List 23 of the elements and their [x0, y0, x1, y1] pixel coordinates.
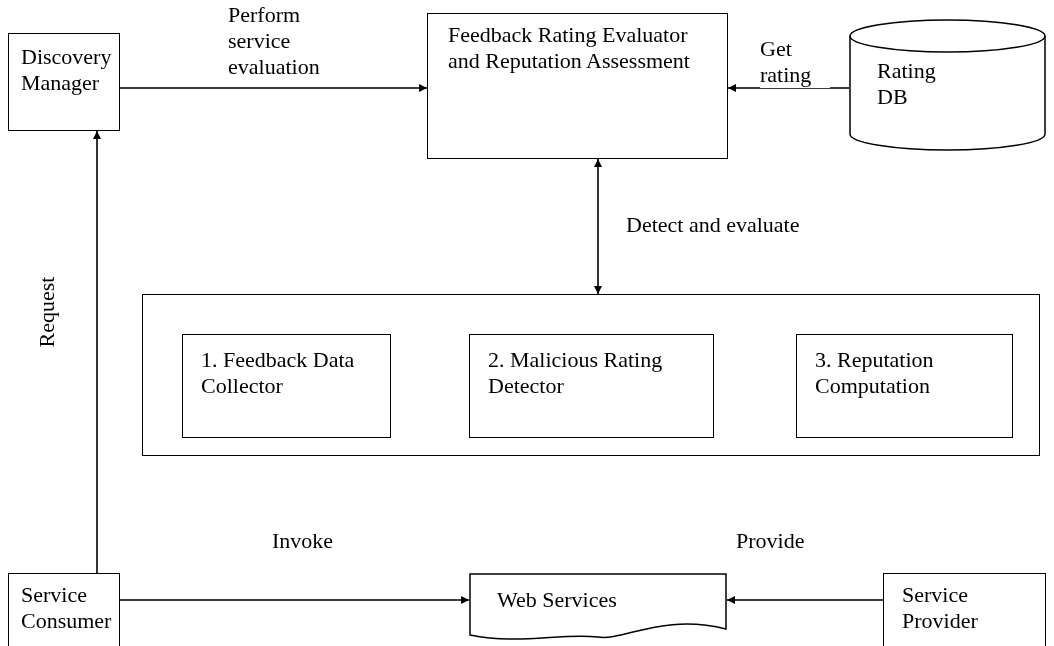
node-label: 2. Malicious Rating Detector — [488, 347, 664, 399]
arrow — [726, 596, 884, 604]
node-label: Rating DB — [877, 58, 937, 110]
process-box — [182, 334, 391, 438]
process-box — [8, 573, 120, 646]
process-box — [883, 573, 1046, 646]
node-label: Feedback Rating Evaluator and Reputation Assessment — [448, 22, 691, 74]
arrow — [93, 130, 101, 574]
node-label: Service Provider — [902, 582, 979, 634]
process-box — [427, 13, 728, 159]
process-box — [469, 334, 714, 438]
node-label: Web Services — [497, 587, 618, 613]
process-box — [796, 334, 1013, 438]
node-label: 3. Reputation Computation — [815, 347, 935, 399]
node-label: 1. Feedback Data Collector — [201, 347, 356, 399]
container-box — [142, 294, 1040, 456]
arrow — [727, 84, 850, 92]
arrow — [119, 596, 470, 604]
node-label: Service Consumer — [21, 582, 113, 634]
process-box — [8, 33, 120, 131]
arrow — [119, 84, 428, 92]
node-label: Discovery Manager — [21, 44, 113, 96]
arrow — [594, 158, 602, 295]
